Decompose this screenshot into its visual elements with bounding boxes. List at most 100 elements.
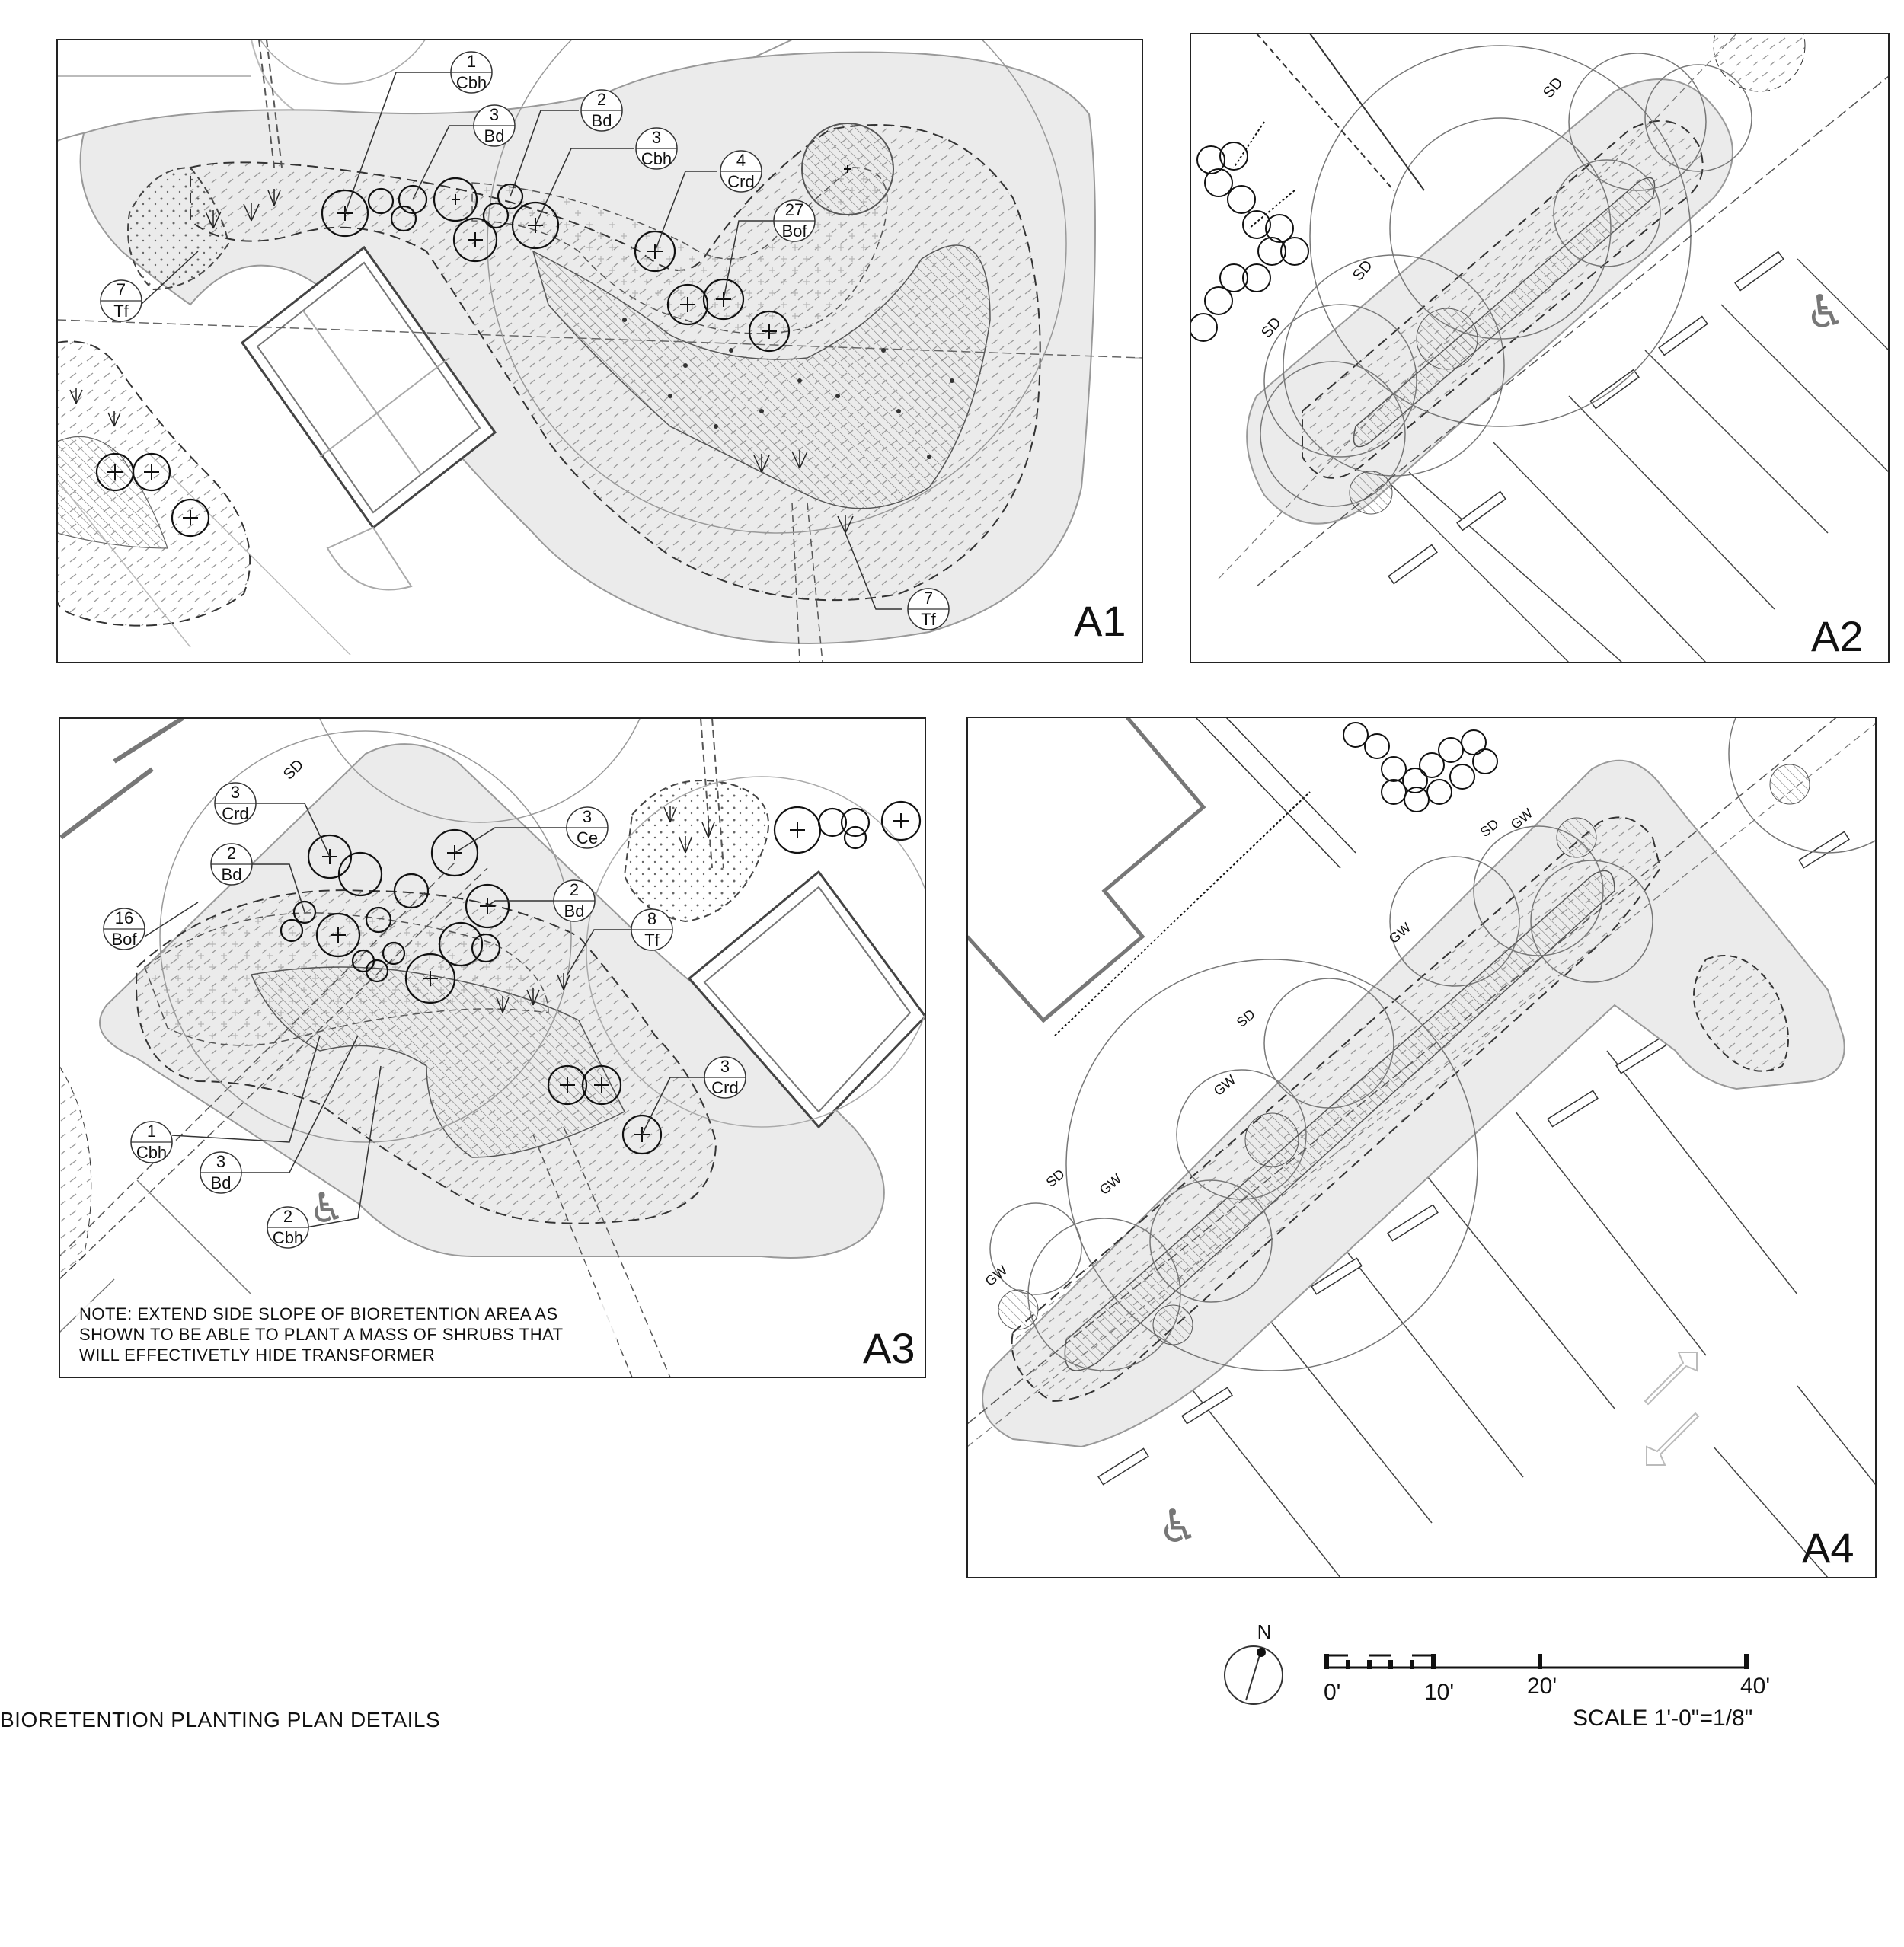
scale-tick-10: 10' <box>1424 1680 1454 1705</box>
callout-a3-9: 3 Bd <box>200 1151 242 1194</box>
panel-label-a3: A3 <box>863 1324 915 1372</box>
callout-a3-7: 3 Crd <box>704 1056 746 1099</box>
callout-quantity: 3 <box>652 128 661 147</box>
panel-label-a2: A2 <box>1811 612 1864 660</box>
callout-a1-4: 3 Cbh <box>635 127 678 170</box>
callout-quantity: 7 <box>924 589 933 608</box>
callout-species-code: Cbh <box>273 1228 303 1247</box>
accessible-parking-icon: ♿ <box>308 1184 345 1232</box>
note-line-1: NOTE: EXTEND SIDE SLOPE OF BIORETENTION … <box>79 1304 558 1323</box>
callout-a3-3: 16 Bof <box>103 908 145 950</box>
callout-quantity: 1 <box>147 1122 156 1141</box>
compass-circle <box>1224 1645 1283 1705</box>
storm-drain-label: SD <box>1350 257 1376 284</box>
callout-quantity: 7 <box>117 280 126 299</box>
callout-quantity: 3 <box>216 1152 225 1171</box>
callout-quantity: 3 <box>583 807 592 826</box>
callout-a1-7: 7 Tf <box>100 279 142 322</box>
storm-drain-label: SD <box>1234 1007 1258 1030</box>
accessible-parking-icon: ♿ <box>1805 286 1846 339</box>
callout-quantity: 27 <box>785 200 803 219</box>
sheet-title: BIORETENTION PLANTING PLAN DETAILS <box>0 1708 440 1732</box>
callout-species-code: Tf <box>921 610 936 629</box>
callout-species-code: Tf <box>644 930 660 950</box>
panel-a2: ♿ SD SD SD A2 <box>1190 33 1890 663</box>
callout-species-code: Ce <box>577 828 598 847</box>
storm-drain-label: SD <box>1540 75 1567 101</box>
callout-quantity: 16 <box>115 908 133 927</box>
transformer-building <box>240 245 497 591</box>
note-line-2: SHOWN TO BE ABLE TO PLANT A MASS OF SHRU… <box>79 1325 564 1344</box>
callout-quantity: 2 <box>227 844 236 863</box>
gas-water-label: GW <box>982 1262 1011 1289</box>
transformer-note: NOTE: EXTEND SIDE SLOPE OF BIORETENTION … <box>76 1302 617 1369</box>
callout-species-code: Crd <box>222 804 248 823</box>
storm-drain-label: SD <box>1478 816 1502 840</box>
callout-quantity: 3 <box>231 783 240 802</box>
a1-frame <box>56 39 1143 663</box>
north-label: N <box>1257 1620 1272 1643</box>
callout-species-code: Bof <box>781 222 807 241</box>
storm-drain-label: SD <box>1043 1167 1068 1190</box>
callout-quantity: 3 <box>720 1057 730 1076</box>
callout-a3-5: 2 Bd <box>553 879 596 922</box>
accessible-parking-icon: ♿ <box>1158 1500 1199 1553</box>
panel-a3: ♿ SD 3 Crd 2 Bd <box>59 717 926 1378</box>
scale-tick-20: 20' <box>1527 1674 1557 1699</box>
callout-quantity: 2 <box>597 90 606 109</box>
callout-quantity: 3 <box>490 105 499 124</box>
a4-plan-drawing: GW GW GW GW GW SD SD SD ♿ <box>967 717 1876 1578</box>
scale-tick-0: 0' <box>1324 1680 1340 1705</box>
a1-plan-drawing <box>57 40 1142 662</box>
callout-a1-8: 7 Tf <box>907 588 950 630</box>
callout-species-code: Bd <box>592 111 612 130</box>
gas-water-label: GW <box>1097 1171 1125 1198</box>
a2-plan-drawing: ♿ SD SD SD <box>1190 34 1889 662</box>
callout-species-code: Crd <box>727 172 754 191</box>
traffic-arrows <box>1644 1352 1700 1466</box>
callout-a1-2: 3 Bd <box>473 104 516 147</box>
callout-quantity: 8 <box>647 909 656 928</box>
callout-species-code: Cbh <box>641 149 672 168</box>
a3-frame <box>59 717 926 1378</box>
transformer-building <box>687 870 925 1129</box>
scale-text: SCALE 1'-0"=1/8" <box>1573 1706 1752 1731</box>
callout-a3-2: 2 Bd <box>210 843 253 886</box>
panel-label-a1: A1 <box>1074 597 1126 645</box>
scale-bar: 0' 10' 20' 40' SCALE 1'-0"=1/8" <box>1324 1654 1770 1731</box>
note-line-3: WILL EFFECTIVETLY HIDE TRANSFORMER <box>79 1345 435 1364</box>
callout-quantity: 2 <box>283 1207 292 1226</box>
callout-species-code: Cbh <box>136 1143 167 1162</box>
scale-tick-40: 40' <box>1740 1674 1770 1699</box>
a1-callout-group <box>140 72 902 610</box>
callout-species-code: Bd <box>564 902 585 921</box>
callout-species-code: Crd <box>711 1078 738 1097</box>
callout-species-code: Bd <box>222 865 242 884</box>
a2-frame <box>1190 33 1890 663</box>
a3-plan-drawing: ♿ SD <box>59 718 925 1377</box>
callout-quantity: 2 <box>570 880 579 899</box>
callout-a3-10: 2 Cbh <box>267 1206 309 1249</box>
callout-species-code: Bof <box>111 930 137 949</box>
callout-a1-3: 2 Bd <box>580 89 623 132</box>
north-arrow: N <box>1224 1620 1283 1705</box>
callout-species-code: Cbh <box>456 73 487 92</box>
callout-a1-6: 27 Bof <box>773 199 816 242</box>
a4-frame <box>966 717 1877 1578</box>
callout-a3-8: 1 Cbh <box>130 1121 173 1163</box>
callout-species-code: Bd <box>484 126 505 145</box>
callout-species-code: Tf <box>113 302 129 321</box>
callout-quantity: 4 <box>736 151 746 170</box>
storm-drain-label: SD <box>280 756 307 783</box>
panel-a4: GW GW GW GW GW SD SD SD ♿ A4 <box>966 717 1877 1578</box>
a3-callout-group <box>144 803 704 1228</box>
callout-a3-6: 8 Tf <box>631 908 673 951</box>
storm-drain-label: SD <box>1258 314 1285 341</box>
callout-a1-5: 4 Crd <box>720 150 762 193</box>
callout-species-code: Bd <box>211 1173 232 1192</box>
callout-quantity: 1 <box>467 52 476 71</box>
callout-a3-4: 3 Ce <box>566 806 609 849</box>
panel-a1: 1 Cbh 3 Bd 2 Bd 3 Cbh 4 Crd <box>56 39 1143 663</box>
callout-a1-1: 1 Cbh <box>450 51 493 94</box>
